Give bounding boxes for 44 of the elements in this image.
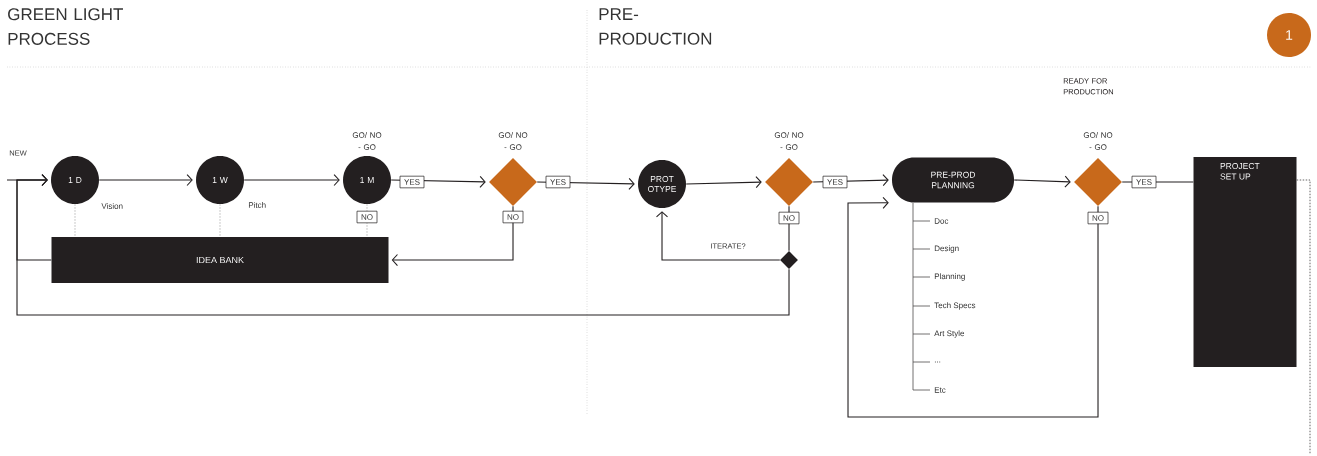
list-item: Art Style [934, 330, 965, 338]
arrow [685, 176, 762, 189]
arrow [847, 196, 1099, 418]
decision-caption: GO/ NO - GO [352, 132, 382, 150]
step-caption: Pitch [248, 202, 266, 208]
process-pill: PRE-PROD PLANNING [892, 157, 1014, 203]
arrow [243, 173, 340, 187]
arrow [16, 173, 790, 316]
arrow [1013, 175, 1071, 188]
answer-tag: YES [545, 175, 571, 189]
list-item: ... [934, 361, 941, 363]
arrow [536, 177, 635, 190]
decision-diamond [765, 158, 813, 206]
answer-tag: NO [778, 211, 800, 225]
answer-tag: NO [1087, 211, 1109, 225]
decision-diamond [1074, 158, 1122, 206]
answer-tag: YES [399, 175, 425, 189]
list-item: Etc [934, 387, 946, 393]
process-box: IDEA BANK [51, 237, 389, 283]
decision-caption: GO/ NO - GO [498, 132, 528, 150]
answer-tag: NO [356, 210, 378, 224]
list-item: Design [934, 245, 959, 253]
decision-caption: GO/ NO - GO [774, 132, 804, 150]
section-heading: PRE- PRODUCTION [599, 8, 712, 45]
arrow [98, 173, 193, 187]
list-item: Planning [934, 273, 965, 281]
process-box: PROJECT SET UP [1193, 157, 1297, 367]
answer-tag: YES [822, 175, 848, 189]
connector-line [788, 205, 790, 252]
step-caption: Vision [101, 203, 123, 209]
decision-diamond [489, 158, 537, 206]
connector-line [1296, 179, 1311, 455]
number-badge: 1 [1267, 13, 1311, 57]
arrow [655, 211, 781, 261]
connector-line [1121, 181, 1194, 183]
list-item: Doc [934, 218, 949, 224]
arrow [812, 174, 889, 187]
list-item: Tech Specs [934, 302, 976, 310]
decision-diamond [780, 251, 798, 269]
arrow [391, 205, 514, 267]
answer-tag: YES [1131, 175, 1157, 189]
answer-tag: NO [502, 210, 524, 224]
section-heading: GREEN LIGHT PROCESS [8, 8, 123, 45]
decision-caption: GO/ NO - GO [1083, 132, 1113, 150]
